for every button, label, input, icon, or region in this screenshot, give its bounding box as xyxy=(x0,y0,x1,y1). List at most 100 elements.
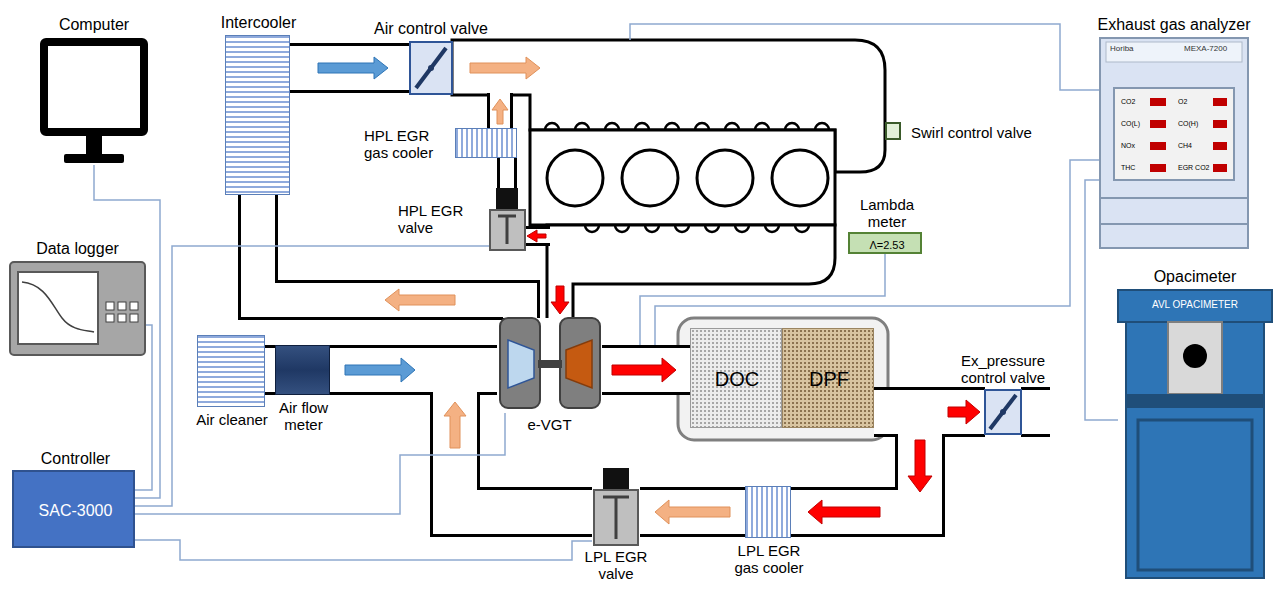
reading-led xyxy=(1150,98,1166,106)
component-label: Exhaust gas analyzer xyxy=(1079,16,1269,34)
butterfly-valve-icon xyxy=(428,65,434,71)
pipe-connector xyxy=(640,487,745,537)
mixed-gas-arrow xyxy=(470,57,540,79)
pipe-connector xyxy=(258,195,520,318)
turbocharger-icon xyxy=(500,318,600,408)
data-logger: Data logger xyxy=(10,262,145,355)
dpf-filter: DPF xyxy=(782,328,874,428)
egr-valve-icon xyxy=(603,468,629,490)
component-label: Opacimeter xyxy=(1120,268,1270,286)
mixed-gas-arrow xyxy=(444,402,466,448)
component-label: Lambda meter xyxy=(850,196,924,231)
exhaust-arrow xyxy=(612,358,676,382)
exhaust-arrow xyxy=(948,400,980,424)
sample-wire xyxy=(630,24,1100,90)
computer-icon xyxy=(64,154,124,163)
opacimeter-icon xyxy=(1138,420,1252,570)
data-logger-icon xyxy=(10,262,145,355)
exhaust-arrow xyxy=(908,440,932,492)
opacimeter: OpacimeterAVL OPACIMETER xyxy=(1118,290,1272,580)
pipe-connector xyxy=(602,345,690,395)
fresh-air-arrow xyxy=(318,57,388,79)
cylinder-block xyxy=(530,130,835,225)
cylinder xyxy=(772,150,828,206)
pipe-connector xyxy=(265,348,275,392)
exhaust-arrow xyxy=(527,230,546,242)
butterfly-valve-icon xyxy=(990,395,1016,429)
exhaust-manifold xyxy=(547,225,835,318)
turbocharger-icon xyxy=(500,318,540,408)
component-label: Computer xyxy=(34,16,154,34)
egr-valve-icon xyxy=(594,490,638,545)
component-label: MEXA-7200 xyxy=(1184,44,1227,53)
signal-connector xyxy=(135,246,490,506)
e-vgt-turbocharger: e-VGT xyxy=(497,318,602,413)
analyzer-icon xyxy=(1114,88,1234,180)
butterfly-valve-icon xyxy=(985,390,1021,434)
component-label: Air control valve xyxy=(346,20,516,38)
pipe-connector xyxy=(290,43,410,93)
fresh-air-arrow xyxy=(345,358,415,382)
pipe-connector xyxy=(640,490,745,534)
hpl-intake-pipe xyxy=(487,93,513,128)
computer-icon xyxy=(44,42,144,132)
data-logger-icon xyxy=(10,262,145,355)
opacimeter-icon xyxy=(1118,290,1272,578)
component-label: Ex_pressure control valve xyxy=(943,352,1063,387)
signal-connectors xyxy=(94,165,1118,560)
component-label: Controller xyxy=(16,450,136,468)
data-logger-icon xyxy=(118,314,126,322)
lambda-meter: Lambda meterΛ=2.53 xyxy=(848,232,922,254)
mixed-gas-arrow xyxy=(655,500,730,524)
data-logger-icon xyxy=(130,302,138,310)
reading-led xyxy=(1213,120,1227,128)
opacimeter-icon xyxy=(1168,322,1222,394)
hpl-egr-valve: HPL EGR valve xyxy=(490,188,525,250)
analyzer-icon xyxy=(1106,42,1242,62)
reading-label: EGR CO2 xyxy=(1178,164,1210,172)
air-control-valve: Air control valve xyxy=(410,42,452,94)
data-logger-icon xyxy=(106,302,114,310)
opacimeter-icon xyxy=(1126,394,1264,408)
component-label: e-VGT xyxy=(510,416,590,433)
computer-monitor: Computer xyxy=(40,38,148,165)
sample-wire xyxy=(655,160,1100,345)
reading-label: CH4 xyxy=(1178,142,1192,150)
mixed-gas-arrow xyxy=(385,289,455,311)
exhaust-outlet-pipe xyxy=(1021,390,1050,434)
data-logger-icon xyxy=(118,302,126,310)
swirl-control-valve: Swirl control valve xyxy=(885,122,901,140)
component-label: Horiba xyxy=(1110,44,1134,53)
cylinder xyxy=(697,150,753,206)
air-flow-meter: Air flow meter xyxy=(275,345,330,395)
aftertreatment-canister xyxy=(678,318,888,440)
reading-label: THC xyxy=(1121,164,1135,172)
component-label: HPL EGR gas cooler xyxy=(364,127,450,162)
opacimeter-icon xyxy=(1183,344,1207,368)
pipe-connector xyxy=(265,345,275,395)
opacimeter-icon xyxy=(1118,290,1272,322)
intake-port xyxy=(545,123,829,130)
opacimeter-icon xyxy=(1126,322,1264,578)
reading-label: O2 xyxy=(1178,98,1187,106)
egr-valve-icon xyxy=(603,497,629,539)
signal-connector xyxy=(135,540,592,560)
data-logger-icon xyxy=(22,282,94,332)
reading-label: CO(H) xyxy=(1178,120,1198,128)
component-label: Λ=2.53 xyxy=(869,239,904,252)
lpl-egr-cooler: LPL EGR gas cooler xyxy=(745,486,791,538)
reading-label: NOx xyxy=(1121,142,1135,150)
component-label: SAC-3000 xyxy=(39,502,113,520)
component-label: LPL EGR gas cooler xyxy=(727,542,811,577)
air-cleaner: Air cleaner xyxy=(197,335,265,407)
signal-wire xyxy=(94,24,1118,560)
egr-valve-icon xyxy=(490,210,525,250)
butterfly-valve-icon xyxy=(410,42,1021,434)
hpl-branch-pipe xyxy=(525,226,550,246)
analyzer-icon xyxy=(1100,38,1248,248)
hpl-intake-pipe xyxy=(490,93,510,128)
reading-led xyxy=(1150,120,1166,128)
turbocharger-icon xyxy=(566,340,592,388)
hpl-branch-pipe xyxy=(525,229,550,243)
